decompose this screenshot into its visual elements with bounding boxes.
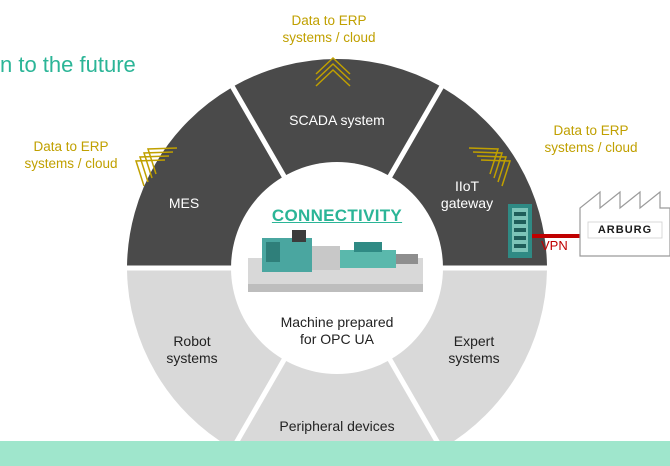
machine-illustration: [248, 230, 423, 292]
flow-arrow-top: [315, 56, 351, 87]
factory-icon: [579, 190, 670, 257]
segment-scada: [234, 59, 440, 181]
vpn-label: VPN: [541, 238, 568, 253]
heading: n to the future: [0, 52, 136, 77]
label-mes: MES: [168, 195, 200, 211]
bottom-band: [0, 441, 670, 466]
segment-peripheral: [234, 355, 440, 466]
flow-arrow-left: [134, 147, 178, 187]
gateway-device-icon: [508, 204, 532, 258]
flow-arrow-right: [468, 147, 512, 187]
label-scada: SCADA system: [289, 112, 385, 128]
label-peripheral: Peripheral devices: [279, 418, 395, 434]
arburg-logo: ARBURG: [597, 224, 653, 236]
center-title: CONNECTIVITY: [271, 206, 403, 225]
